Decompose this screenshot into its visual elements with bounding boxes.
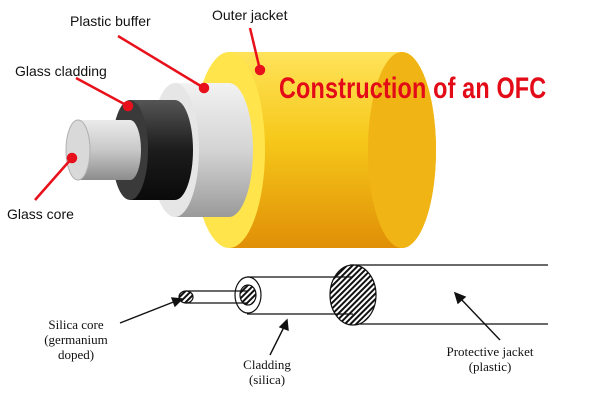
diagram-title: Construction of an OFC: [279, 72, 547, 105]
cladding-label-line2: (silica): [248, 371, 286, 387]
cross-section-arrows: [119, 291, 501, 356]
protective-jacket-label-line1: Protective jacket: [446, 344, 534, 359]
jacket-hatched-end: [329, 264, 377, 326]
cladding-label: Cladding (silica): [222, 357, 312, 388]
core-hatched-end: [178, 290, 194, 304]
glass-cladding-label: Glass cladding: [15, 63, 107, 79]
glass-core-layer: [65, 119, 141, 181]
plastic-buffer-label: Plastic buffer: [70, 13, 151, 29]
protective-jacket-label: Protective jacket (plastic): [430, 344, 550, 375]
silica-core-label-line3: doped): [57, 346, 95, 362]
cladding-label-line1: Cladding: [243, 357, 291, 372]
silica-core-label: Silica core (germanium doped): [26, 317, 126, 363]
cladding-hatched-end: [239, 284, 257, 306]
outer-jacket-label: Outer jacket: [212, 7, 288, 23]
silica-core-label-line1: Silica core: [48, 317, 104, 332]
pointer-lines: [34, 27, 266, 201]
glass-core-label: Glass core: [7, 206, 74, 222]
silica-core-label-line2: (germanium: [44, 331, 108, 347]
protective-jacket-label-line2: (plastic): [468, 358, 512, 374]
cable-3d: [34, 27, 436, 248]
cross-section-diagram: [178, 264, 548, 326]
